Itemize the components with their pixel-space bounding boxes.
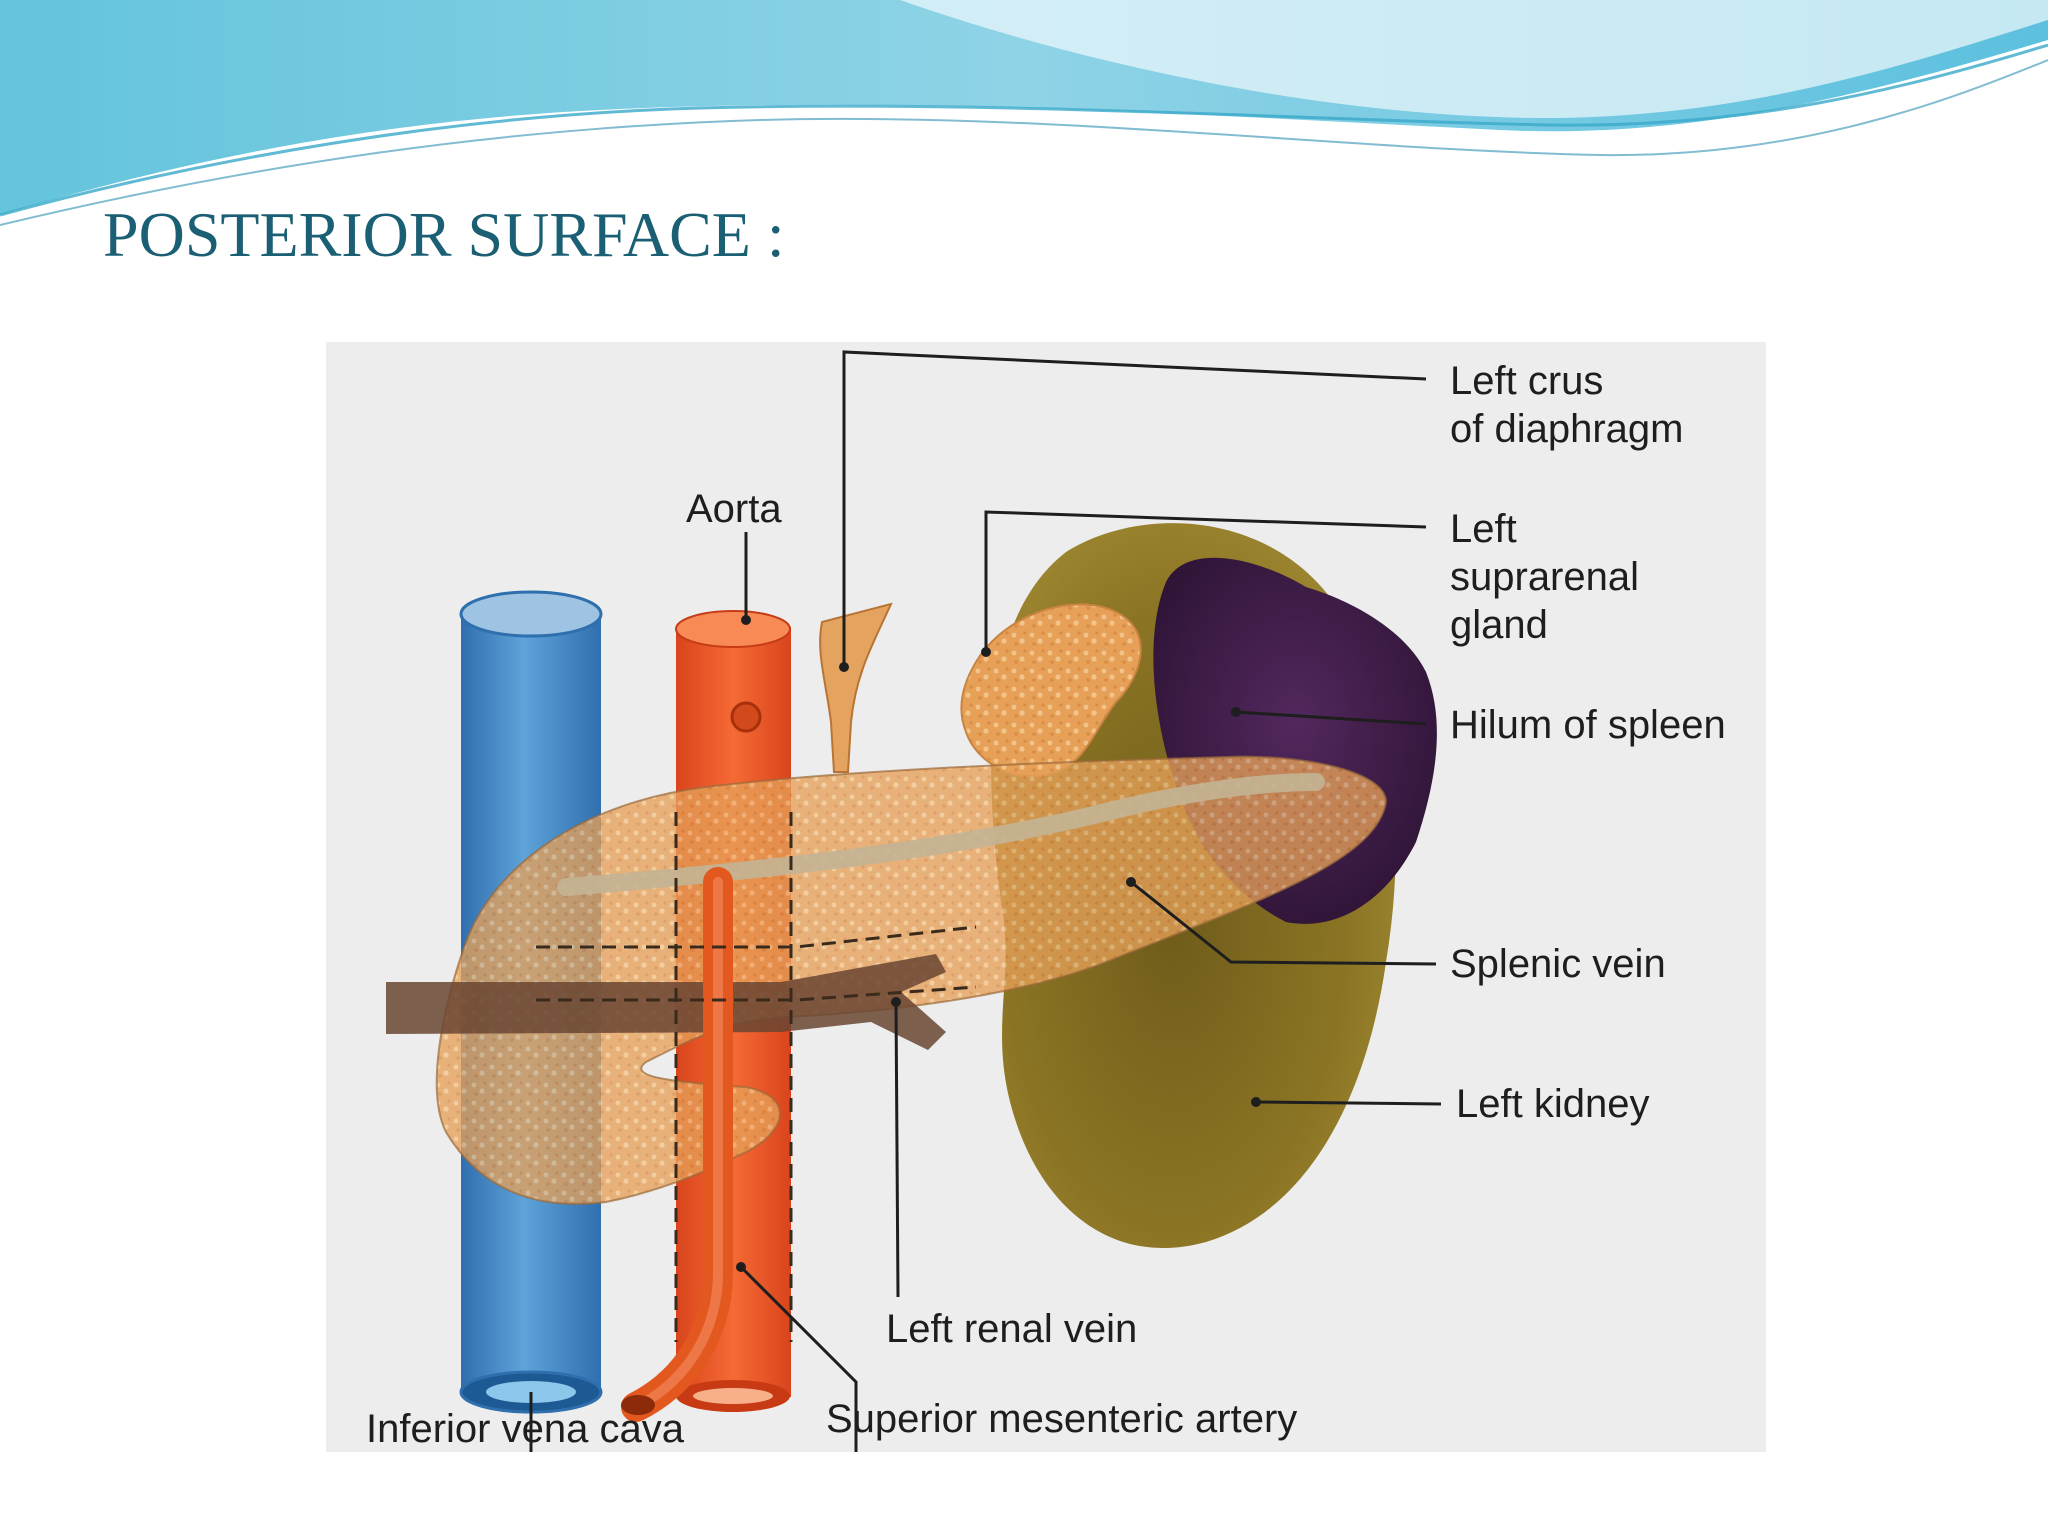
label-left-kidney: Left kidney [1456, 1082, 1649, 1126]
label-aorta: Aorta [686, 487, 782, 531]
label-left-crus-line1: Left crus [1450, 359, 1603, 403]
label-left-crus-line2: of diaphragm [1450, 407, 1683, 451]
slide-title: POSTERIOR SURFACE : [103, 199, 785, 270]
label-splenic-vein: Splenic vein [1450, 942, 1666, 986]
label-inferior-vena-cava: Inferior vena cava [366, 1407, 685, 1451]
label-suprarenal-line1: Left [1450, 507, 1517, 551]
leader-lines [529, 350, 1442, 1452]
label-suprarenal-line3: gland [1450, 603, 1548, 647]
left-renal-vein-shape [386, 954, 946, 1050]
pancreas-posterior-diagram: Left crus of diaphragm Aorta Left suprar… [326, 342, 1766, 1452]
label-superior-mesenteric-artery: Superior mesenteric artery [826, 1397, 1297, 1441]
label-hilum-of-spleen: Hilum of spleen [1450, 703, 1726, 747]
left-crus-shape [819, 602, 893, 773]
dashed-outline-hidden-structures [536, 812, 977, 1342]
label-left-renal-vein: Left renal vein [886, 1307, 1137, 1351]
header-wave-decoration [0, 0, 2048, 226]
left-suprarenal-gland-shape [960, 603, 1142, 778]
label-suprarenal-line2: suprarenal [1450, 555, 1639, 599]
